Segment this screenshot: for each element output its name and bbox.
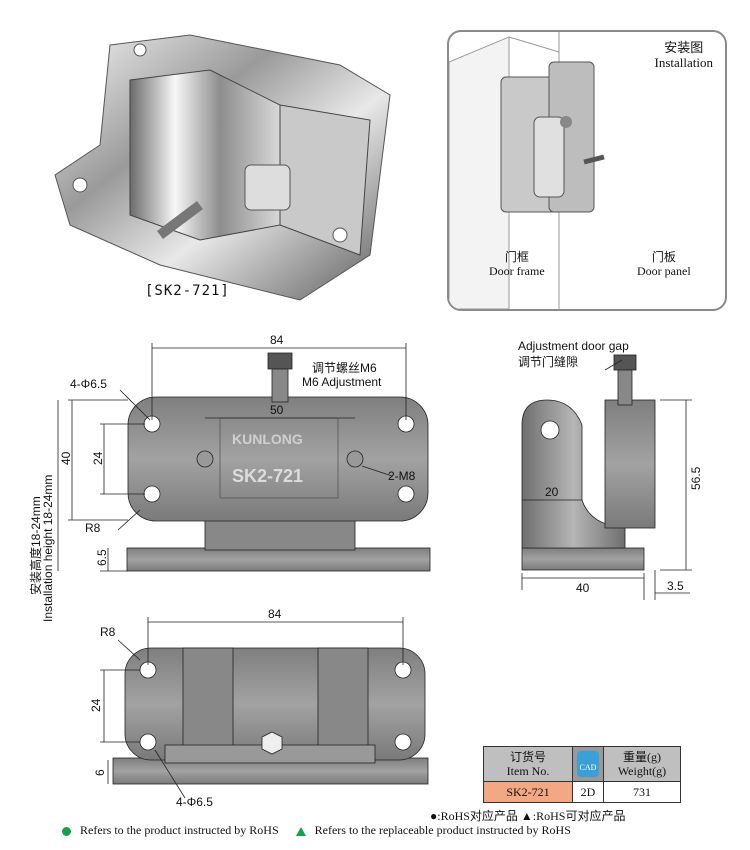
front-dim-base: 6.5 [95, 549, 109, 566]
front-dim-hole: 24 [91, 451, 105, 465]
spec-header-weight: 重量(g)Weight(g) [603, 746, 681, 782]
bottom-radius: R8 [100, 625, 116, 639]
front-dim-width: 84 [270, 333, 284, 347]
front-model: SK2-721 [232, 466, 303, 486]
side-gap-cn: 调节门缝隙 [518, 354, 578, 369]
side-gap-en: Adjustment door gap [518, 339, 629, 353]
bottom-hole-note: 4-Φ6.5 [176, 795, 213, 809]
door-panel-label: 门板 Door panel [637, 250, 691, 278]
door-frame-label: 门框 Door frame [489, 250, 545, 278]
bottom-dim-width: 84 [268, 607, 282, 621]
side-dim-20: 20 [545, 485, 559, 499]
front-dim-height: 40 [59, 451, 73, 465]
green-triangle-icon [295, 826, 306, 836]
install-height-en: Installation height 18-24mm [41, 475, 55, 622]
front-dim-inner: 50 [270, 403, 284, 417]
spec-cad-value: 2D [572, 781, 604, 803]
side-dim-width: 40 [576, 581, 590, 595]
product-photo [40, 25, 420, 310]
installation-panel: 安装图 Installation 门框 Door frame 门板 Door p… [447, 30, 727, 311]
side-dim-offset: 3.5 [667, 579, 684, 593]
photo-caption: [SK2-721] [145, 283, 230, 299]
front-base [126, 547, 431, 572]
side-dim-height: 56.5 [689, 466, 703, 490]
bottom-dim-base: 6 [93, 769, 107, 776]
installation-title: 安装图 Installation [654, 40, 714, 70]
spec-item-no: SK2-721 [483, 781, 573, 803]
cad-icon: CAD [572, 746, 604, 782]
bottom-dim-hole: 24 [89, 698, 103, 712]
front-screw-en: M6 Adjustment [302, 375, 382, 389]
front-brand: KUNLONG [232, 431, 303, 447]
install-height-cn: 安装高度18-24mm [28, 496, 43, 595]
front-hole-note: 4-Φ6.5 [70, 377, 107, 391]
legend-rohs: Refers to the product instructed by RoHS… [62, 823, 571, 838]
green-dot-icon [62, 826, 71, 836]
spec-weight: 731 [603, 781, 681, 803]
front-thread: 2-M8 [388, 469, 416, 483]
front-radius: R8 [85, 521, 101, 535]
front-screw-cn: 调节螺丝M6 [312, 361, 377, 375]
legend-cn: ●:RoHS对应产品 ▲:RoHS可对应产品 [430, 809, 626, 823]
